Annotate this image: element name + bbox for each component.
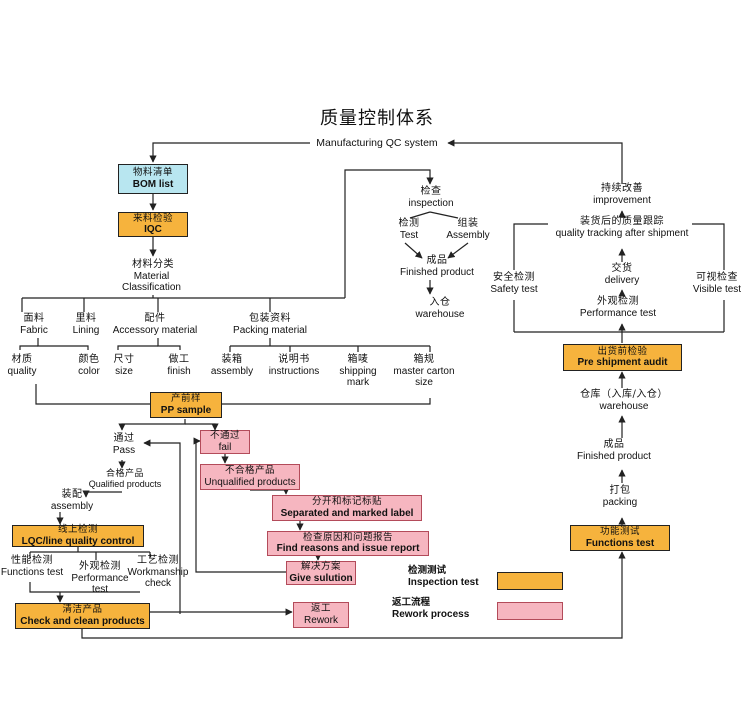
warehouse-right-label: 仓库（入库/入仓）warehouse bbox=[580, 389, 668, 412]
separated-label-box: 分开和标记标贴 Separated and marked label bbox=[272, 495, 422, 521]
rework-box: 返工 Rework bbox=[293, 602, 349, 628]
check-clean-box: 清洁产品 Check and clean products bbox=[15, 603, 150, 629]
diagram-title: 质量控制体系 bbox=[320, 108, 434, 129]
give-solution-box: 解决方案 Give sulution bbox=[286, 561, 356, 585]
pre-shipment-audit-box: 出货前检验 Pre shipment audit bbox=[563, 344, 682, 371]
lqc-box: 线上检测 LQC/line quality control bbox=[12, 524, 144, 547]
fail-box: 不通过 fail bbox=[200, 430, 250, 454]
find-reasons-box: 检查原因和问题报告 Find reasons and issue report bbox=[267, 531, 429, 556]
material-classification-label: 材料分类 Material Classification bbox=[122, 259, 181, 293]
unqualified-products-box: 不合格产品 Unqualified products bbox=[200, 464, 300, 490]
legend-inspection-swatch bbox=[497, 572, 563, 590]
bom-list-box: 物料清单 BOM list bbox=[118, 164, 188, 194]
performance-test-left-label: 外观检测 Performance test bbox=[71, 561, 129, 595]
master-carton-label: 箱规 master carton size bbox=[393, 354, 455, 388]
pp-sample-box: 产前样 PP sample bbox=[150, 392, 222, 418]
workmanship-check-label: 工艺检测 Workmanship check bbox=[127, 555, 189, 589]
shipping-mark-label: 箱唛 shipping mark bbox=[339, 354, 377, 388]
functions-test-box: 功能测试 Functions test bbox=[570, 525, 670, 551]
iqc-box: 来料检验 IQC bbox=[118, 212, 188, 237]
legend-rework-swatch bbox=[497, 602, 563, 620]
system-label: Manufacturing QC system bbox=[316, 137, 438, 149]
